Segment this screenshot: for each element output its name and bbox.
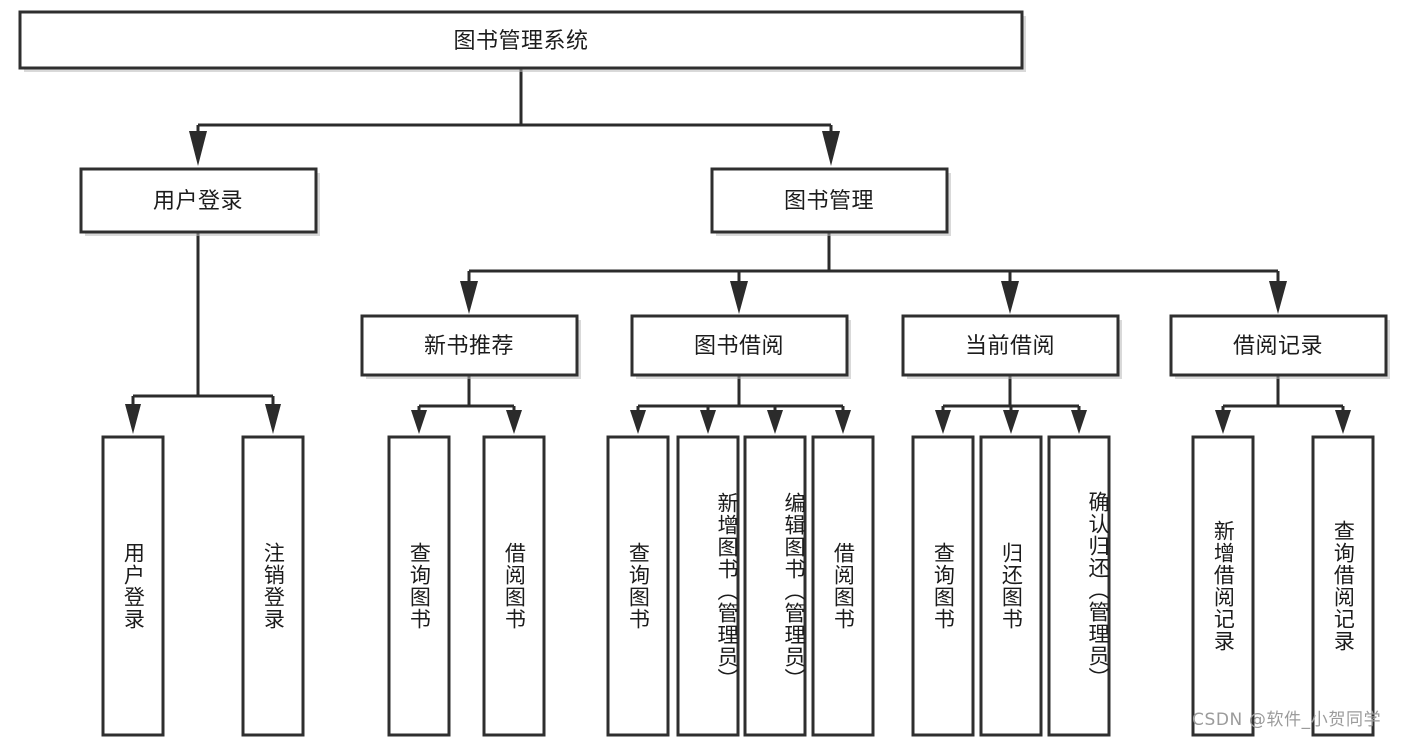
arrowhead-leaf-user-login bbox=[125, 404, 141, 434]
node-box-borrow-record[interactable] bbox=[1169, 314, 1388, 377]
node-box-current-borrow[interactable] bbox=[901, 314, 1120, 377]
node-box-leaf-bb-add-book[interactable] bbox=[676, 435, 740, 737]
node-box-leaf-cb-confirm-return[interactable] bbox=[1047, 435, 1111, 737]
arrowhead-book-borrow bbox=[730, 281, 748, 314]
node-box-book-management[interactable] bbox=[710, 167, 949, 234]
node-box-leaf-user-login[interactable] bbox=[101, 435, 165, 737]
arrowhead-new-book-recommend bbox=[460, 281, 478, 314]
arrowhead-br-query-record bbox=[1335, 410, 1351, 434]
node-box-leaf-cb-query-book[interactable] bbox=[911, 435, 975, 737]
node-label-borrow-record: 借阅记录 bbox=[1233, 334, 1323, 359]
node-box-leaf-bb-borrow-book[interactable] bbox=[811, 435, 875, 737]
node-label-book-borrow: 图书借阅 bbox=[694, 334, 784, 359]
node-box-new-book-recommend[interactable] bbox=[360, 314, 579, 377]
node-box-leaf-br-query-record[interactable] bbox=[1311, 435, 1375, 737]
arrowhead-cb-query-book bbox=[935, 410, 951, 434]
node-label-current-borrow: 当前借阅 bbox=[965, 334, 1055, 359]
node-label-user-login: 用户登录 bbox=[153, 189, 243, 214]
arrowhead-current-borrow bbox=[1001, 281, 1019, 314]
node-box-leaf-cb-return-book[interactable] bbox=[979, 435, 1043, 737]
arrowhead-leaf-user-logout bbox=[265, 404, 281, 434]
arrowhead-bb-add-book bbox=[700, 410, 716, 434]
arrowhead-nbr-borrow-book bbox=[506, 410, 522, 434]
arrowhead-bb-query-book bbox=[630, 410, 646, 434]
node-label-new-book-recommend: 新书推荐 bbox=[424, 334, 514, 359]
arrowhead-book-management bbox=[822, 131, 840, 166]
arrowhead-bb-edit-book bbox=[767, 410, 783, 434]
node-box-user-login[interactable] bbox=[79, 167, 318, 234]
csdn-watermark: CSDN @软件_小贺同学 bbox=[1192, 710, 1382, 730]
arrowhead-cb-confirm-return bbox=[1071, 410, 1087, 434]
node-layer: 图书管理系统 用户登录 图书管理 新书推荐 图书借阅 当前借阅 借阅记录 bbox=[18, 10, 1390, 737]
node-box-book-borrow[interactable] bbox=[630, 314, 849, 377]
node-box-leaf-nbr-query-book[interactable] bbox=[387, 435, 451, 737]
node-box-leaf-bb-edit-book[interactable] bbox=[743, 435, 807, 737]
arrowhead-borrow-record bbox=[1269, 281, 1287, 314]
arrowhead-nbr-query-book bbox=[411, 410, 427, 434]
node-box-root[interactable] bbox=[18, 10, 1024, 70]
arrowhead-bb-borrow-book bbox=[835, 410, 851, 434]
connector-layer bbox=[125, 68, 1351, 434]
node-label-book-management: 图书管理 bbox=[784, 189, 874, 214]
arrowhead-br-add-record bbox=[1215, 410, 1231, 434]
arrowhead-cb-return-book bbox=[1003, 410, 1019, 434]
node-box-leaf-nbr-borrow-book[interactable] bbox=[482, 435, 546, 737]
arrowhead-user-login bbox=[189, 131, 207, 166]
node-box-leaf-bb-query-book[interactable] bbox=[606, 435, 670, 737]
node-box-leaf-br-add-record[interactable] bbox=[1191, 435, 1255, 737]
node-label-root: 图书管理系统 bbox=[453, 29, 588, 54]
node-box-leaf-user-logout[interactable] bbox=[241, 435, 305, 737]
